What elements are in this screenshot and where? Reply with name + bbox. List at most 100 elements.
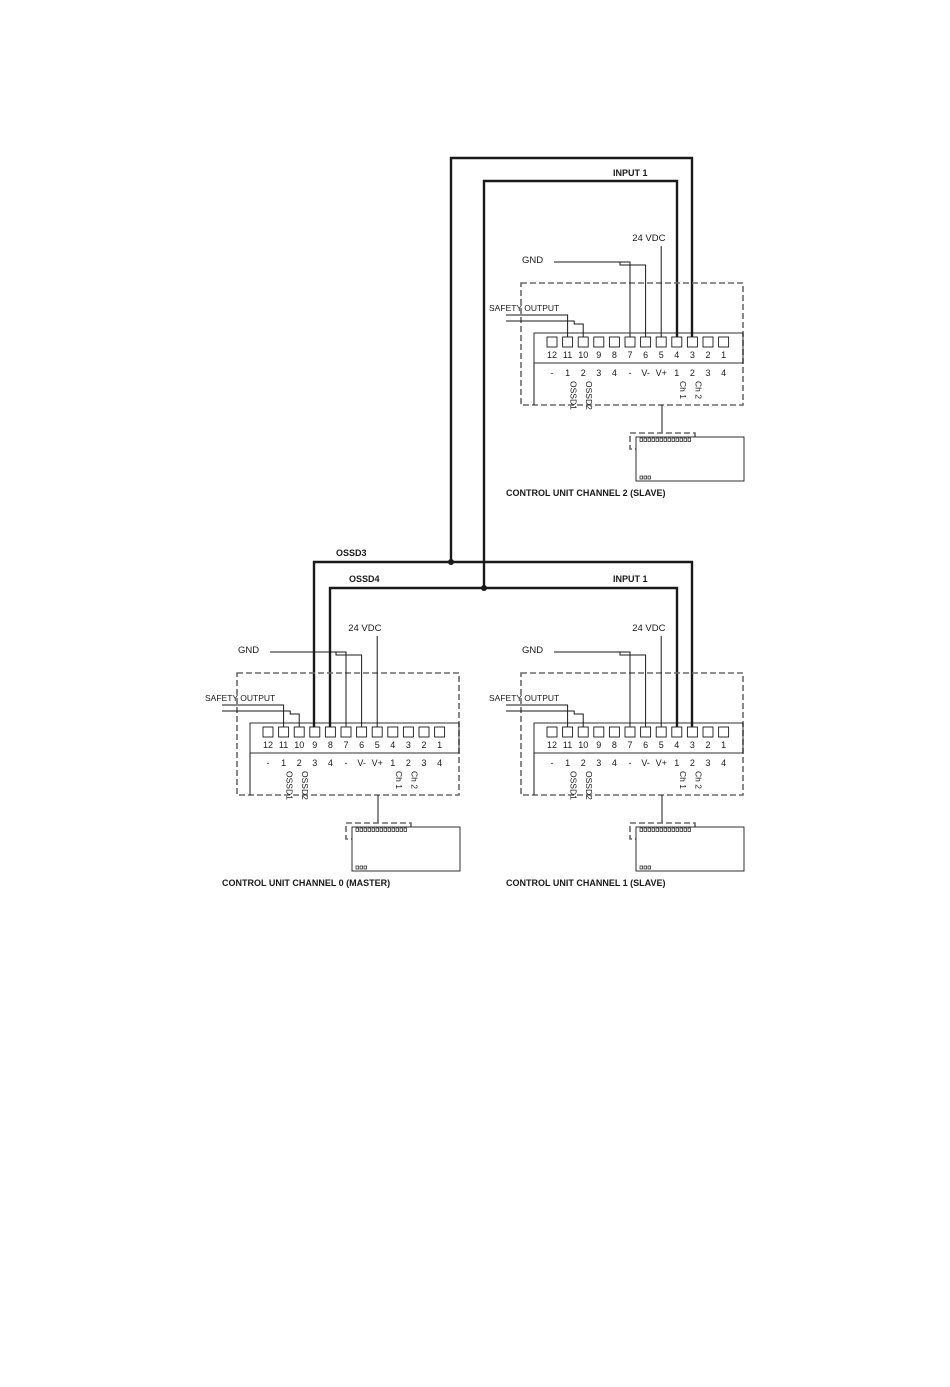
- terminal-number: 1: [437, 740, 442, 750]
- vertical-terminal-label: Ch 2: [693, 771, 703, 789]
- terminal-function: 4: [721, 758, 726, 768]
- connector-pin: [379, 827, 383, 832]
- terminal-number: 4: [674, 740, 679, 750]
- terminal-function: 1: [281, 758, 286, 768]
- terminal-screw: [640, 336, 652, 348]
- terminal-number: 5: [375, 740, 380, 750]
- gnd-wire-1: [554, 651, 631, 727]
- connector-pin: [663, 437, 667, 442]
- safety-output-wire-1: [506, 314, 569, 337]
- safety-output-label: SAFETY OUTPUT: [205, 693, 275, 703]
- vertical-terminal-label: OSSD2: [300, 771, 310, 800]
- terminal-screw: [418, 726, 430, 738]
- safety-output-wire-2: [506, 710, 584, 727]
- vertical-terminal-label: OSSD1: [285, 771, 295, 800]
- connector-pin: [655, 437, 659, 442]
- connector-pin: [675, 437, 679, 442]
- terminal-screw: [593, 726, 605, 738]
- terminal-number: 5: [659, 350, 664, 360]
- terminal-screw: [356, 726, 368, 738]
- status-led: [647, 865, 651, 870]
- vertical-terminal-label: Ch 1: [394, 771, 404, 789]
- terminal-screw: [309, 726, 321, 738]
- vertical-terminal-label: OSSD2: [584, 381, 594, 410]
- terminal-number: 2: [705, 740, 710, 750]
- input1-label-bottom: INPUT 1: [613, 574, 648, 584]
- terminal-screw: [577, 336, 589, 348]
- status-led: [639, 475, 643, 480]
- terminal-strip: [533, 332, 744, 364]
- ossd3-label: OSSD3: [336, 548, 367, 558]
- connector-pin: [659, 827, 663, 832]
- ossd3-trunk: [449, 156, 694, 562]
- safety-output-wire-2: [506, 320, 584, 337]
- status-led: [647, 475, 651, 480]
- connector-pin: [639, 437, 643, 442]
- terminal-number: 8: [612, 350, 617, 360]
- terminal-number: 7: [627, 740, 632, 750]
- safety-output-wire-1: [506, 704, 569, 727]
- terminal-number: 1: [721, 350, 726, 360]
- ossd4-label: OSSD4: [349, 574, 380, 584]
- terminal-function: 3: [705, 758, 710, 768]
- status-led: [643, 865, 647, 870]
- terminal-number: 11: [563, 740, 572, 750]
- terminal-function: -: [267, 758, 270, 768]
- terminal-function: 3: [596, 758, 601, 768]
- terminal-number: 10: [578, 740, 588, 750]
- terminal-screw: [434, 726, 446, 738]
- safety-output-label: SAFETY OUTPUT: [489, 303, 559, 313]
- terminal-strip: [533, 722, 744, 754]
- ossd4-junction: [481, 585, 487, 591]
- unit-title: CONTROL UNIT CHANNEL 0 (MASTER): [222, 878, 390, 888]
- terminal-function: -: [345, 758, 348, 768]
- terminal-screw: [718, 336, 730, 348]
- terminal-number: 6: [359, 740, 364, 750]
- terminal-function: V-: [641, 368, 650, 378]
- vertical-terminal-label: Ch 1: [678, 381, 688, 399]
- vertical-terminal-label: OSSD2: [584, 771, 594, 800]
- connector-pin: [355, 827, 359, 832]
- connector-pin: [671, 437, 675, 442]
- terminal-function: 2: [297, 758, 302, 768]
- connector-pin: [647, 827, 651, 832]
- terminal-function: -: [629, 758, 632, 768]
- terminal-number: 6: [643, 740, 648, 750]
- gnd-label: GND: [238, 645, 259, 656]
- connector-pin: [687, 437, 691, 442]
- terminal-screw: [640, 726, 652, 738]
- connector-pin: [675, 827, 679, 832]
- terminal-screw: [387, 726, 399, 738]
- terminal-screw: [718, 726, 730, 738]
- terminal-number: 6: [643, 350, 648, 360]
- connector-pin: [671, 827, 675, 832]
- terminal-screw: [562, 726, 574, 738]
- gnd-wire-1: [554, 261, 631, 337]
- gnd-wire-2: [619, 652, 647, 727]
- terminal-function: 2: [690, 758, 695, 768]
- device-body: [635, 436, 745, 482]
- terminal-screw: [702, 726, 714, 738]
- ossd3-junction: [448, 559, 454, 565]
- terminal-screw: [371, 726, 383, 738]
- terminal-screw: [655, 336, 667, 348]
- connector-pin: [383, 827, 387, 832]
- vdc-label: 24 VDC: [632, 623, 665, 634]
- terminal-screw: [402, 726, 414, 738]
- terminal-function: V-: [357, 758, 366, 768]
- terminal-function: 2: [406, 758, 411, 768]
- terminal-screw: [608, 726, 620, 738]
- safety-output-wire-2: [222, 710, 300, 727]
- terminal-function: 4: [437, 758, 442, 768]
- connector-pin: [659, 437, 663, 442]
- terminal-number: 2: [421, 740, 426, 750]
- terminal-number: 3: [690, 350, 695, 360]
- connector-pin: [387, 827, 391, 832]
- vertical-terminal-label: OSSD1: [569, 771, 579, 800]
- terminal-function: 1: [674, 368, 679, 378]
- terminal-function: -: [551, 758, 554, 768]
- connector-pin: [639, 827, 643, 832]
- terminal-function: 1: [390, 758, 395, 768]
